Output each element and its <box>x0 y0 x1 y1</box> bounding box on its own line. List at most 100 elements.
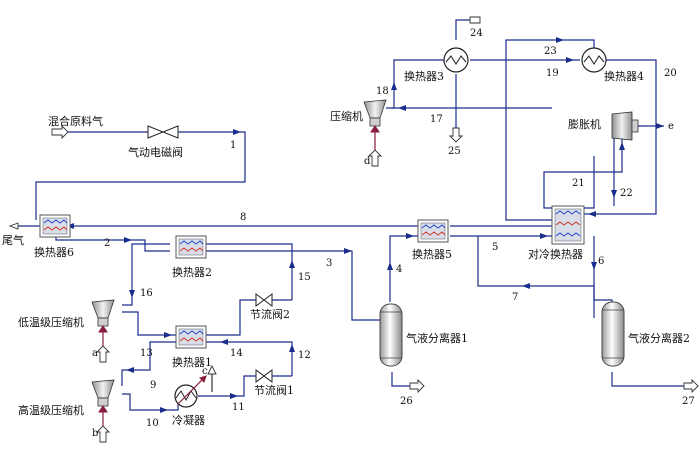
feed-inlet-arrow <box>51 124 69 140</box>
stream-19: 19 <box>546 68 559 79</box>
stream-12: 12 <box>298 350 311 361</box>
pneumatic-valve[interactable] <box>147 125 179 139</box>
pipe-stream-27 <box>611 372 688 387</box>
cold-heat-exchanger[interactable] <box>551 205 585 245</box>
stream-26: 26 <box>400 396 413 407</box>
label-hx1: 换热器1 <box>172 355 212 369</box>
separator-2[interactable] <box>601 301 625 367</box>
pipe-stream-2 <box>55 236 170 252</box>
pipe-stream-13 <box>122 311 176 336</box>
heat-exchanger-3[interactable] <box>443 47 469 73</box>
pipe-stream-20 <box>584 59 657 215</box>
pipe-stream-1 <box>35 131 246 220</box>
stream-8: 8 <box>240 212 246 223</box>
arrow-stream-7 <box>522 283 530 289</box>
stream-14: 14 <box>230 348 243 359</box>
stream-13: 13 <box>140 348 153 359</box>
label-work-d: d <box>364 156 371 167</box>
pipe-stream-23 <box>505 39 595 60</box>
pipe-stream-4 <box>389 235 418 302</box>
label-hx4: 换热器4 <box>604 69 644 83</box>
heat-exchanger-2[interactable] <box>175 235 207 259</box>
pipe-cold-left <box>505 60 552 221</box>
arrow-stream-21 <box>619 142 625 150</box>
stream-18: 18 <box>376 86 389 97</box>
arrow-stream-2 <box>124 237 132 243</box>
arrow-stream-14 <box>220 339 228 345</box>
pipe-cold-to-mid <box>584 156 595 209</box>
stream-21: 21 <box>572 178 585 189</box>
arrow-stream-1 <box>233 129 241 135</box>
label-work-b: b <box>92 428 98 439</box>
arrow-stream-20 <box>588 211 596 217</box>
arrow-stream-5 <box>540 233 548 239</box>
compressor-low[interactable] <box>91 299 115 346</box>
stream-24: 24 <box>470 28 483 39</box>
stream-17: 17 <box>430 114 443 125</box>
arrow-stream-3 <box>344 248 352 254</box>
heat-exchanger-4[interactable] <box>581 47 607 73</box>
stream-7: 7 <box>512 292 518 303</box>
stream-20: 20 <box>664 68 677 79</box>
stream-15: 15 <box>298 272 311 283</box>
pipe-stream-9 <box>121 341 176 386</box>
pipe-stream-11 <box>198 375 256 397</box>
stream-23: 23 <box>544 46 557 57</box>
stream-2: 2 <box>104 238 110 249</box>
tail-gas-outlet-arrow <box>8 222 19 230</box>
arrow-stream-18 <box>391 82 397 90</box>
compressor-top[interactable] <box>363 99 387 150</box>
label-cold-hx: 对冷换热器 <box>528 247 583 261</box>
stream-22: 22 <box>620 188 633 199</box>
arrow-stream-23 <box>556 37 564 43</box>
condenser[interactable] <box>174 375 207 408</box>
label-sep2: 气液分离器2 <box>628 331 690 345</box>
work-b-arrow <box>95 425 111 443</box>
pipe-stream-24 <box>455 19 470 40</box>
stream-1: 1 <box>230 140 236 151</box>
heat-exchanger-1[interactable] <box>175 325 207 349</box>
stream-10: 10 <box>146 418 159 429</box>
label-work-c: c <box>202 366 208 377</box>
stream-27: 27 <box>682 396 695 407</box>
separator-1[interactable] <box>379 303 403 367</box>
stream-4: 4 <box>396 264 402 275</box>
outlet-25-arrow <box>448 127 464 143</box>
label-condenser: 冷凝器 <box>172 413 205 427</box>
outlet-26-arrow <box>409 378 425 394</box>
label-hx2: 换热器2 <box>172 265 212 279</box>
heat-exchanger-6[interactable] <box>39 214 71 238</box>
label-throttle1: 节流阀1 <box>254 383 294 397</box>
label-hx3: 换热器3 <box>404 69 444 83</box>
pipe-stream-21 <box>543 136 623 209</box>
throttle-valve-2[interactable] <box>255 293 273 307</box>
compressor-high[interactable] <box>91 379 115 426</box>
arrow-work-c <box>207 364 217 375</box>
throttle-valve-1[interactable] <box>255 369 273 383</box>
stream-6: 6 <box>598 256 604 267</box>
label-pneumatic-valve: 气动电磁阀 <box>128 145 183 159</box>
arrow-stream-4 <box>387 262 393 270</box>
pipe-stream-7 <box>477 236 595 318</box>
heat-exchanger-5[interactable] <box>417 219 449 243</box>
stream-9: 9 <box>150 380 156 391</box>
label-work-e: e <box>668 121 674 132</box>
stream-11: 11 <box>232 402 245 413</box>
pipe-throttle2-in <box>239 299 256 326</box>
label-throttle2: 节流阀2 <box>250 307 290 321</box>
arrow-stream-10 <box>160 407 168 413</box>
label-feed: 混合原料气 <box>48 114 103 128</box>
arrow-stream-4b <box>406 233 414 239</box>
stream-3: 3 <box>326 258 332 269</box>
arrow-stream-17 <box>398 105 406 111</box>
arrow-stream-13 <box>164 332 172 338</box>
label-sep1: 气液分离器1 <box>406 331 468 345</box>
pipe-stream-10 <box>122 393 179 411</box>
arrow-stream-6 <box>591 262 597 270</box>
arrow-stream-12 <box>289 344 295 352</box>
inlet-24-arrow <box>469 16 481 24</box>
arrow-stream-15 <box>289 260 295 268</box>
expander[interactable] <box>611 111 639 141</box>
label-low-comp: 低温级压缩机 <box>18 315 84 329</box>
